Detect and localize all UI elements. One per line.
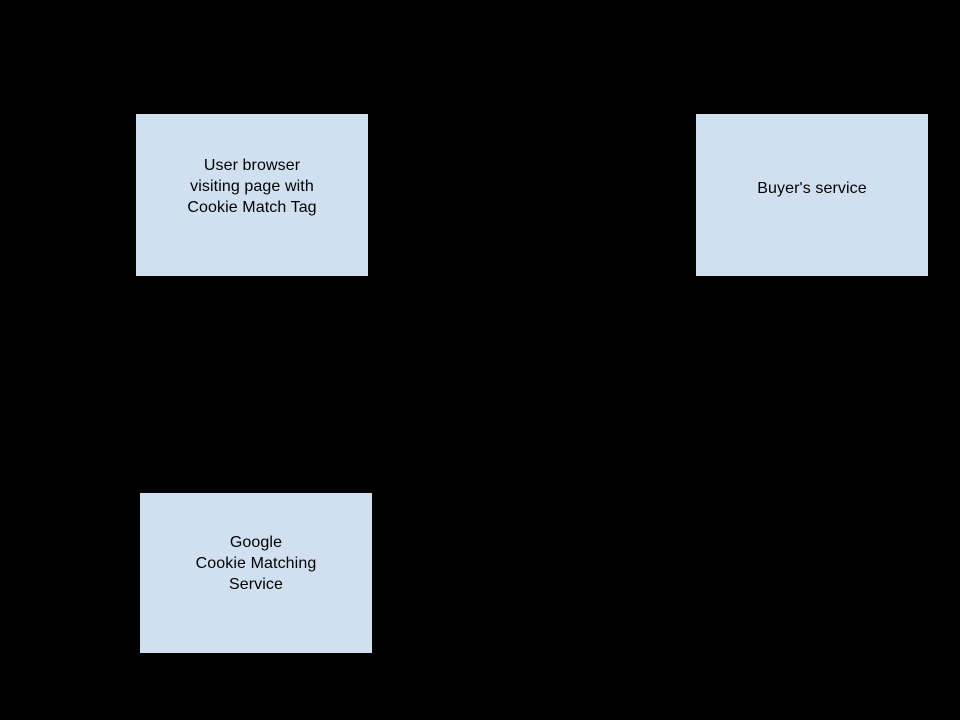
node-user-browser[interactable]: User browser visiting page with Cookie M… bbox=[136, 114, 368, 276]
node-user-browser-label: User browser visiting page with Cookie M… bbox=[187, 157, 317, 216]
node-google-cookie-matching-service-label: Google Cookie Matching Service bbox=[195, 534, 317, 593]
node-google-cookie-matching-service[interactable]: Google Cookie Matching Service bbox=[140, 493, 372, 653]
node-buyer-service-label: Buyer's service bbox=[757, 180, 867, 197]
node-buyer-service[interactable]: Buyer's service bbox=[696, 114, 928, 276]
